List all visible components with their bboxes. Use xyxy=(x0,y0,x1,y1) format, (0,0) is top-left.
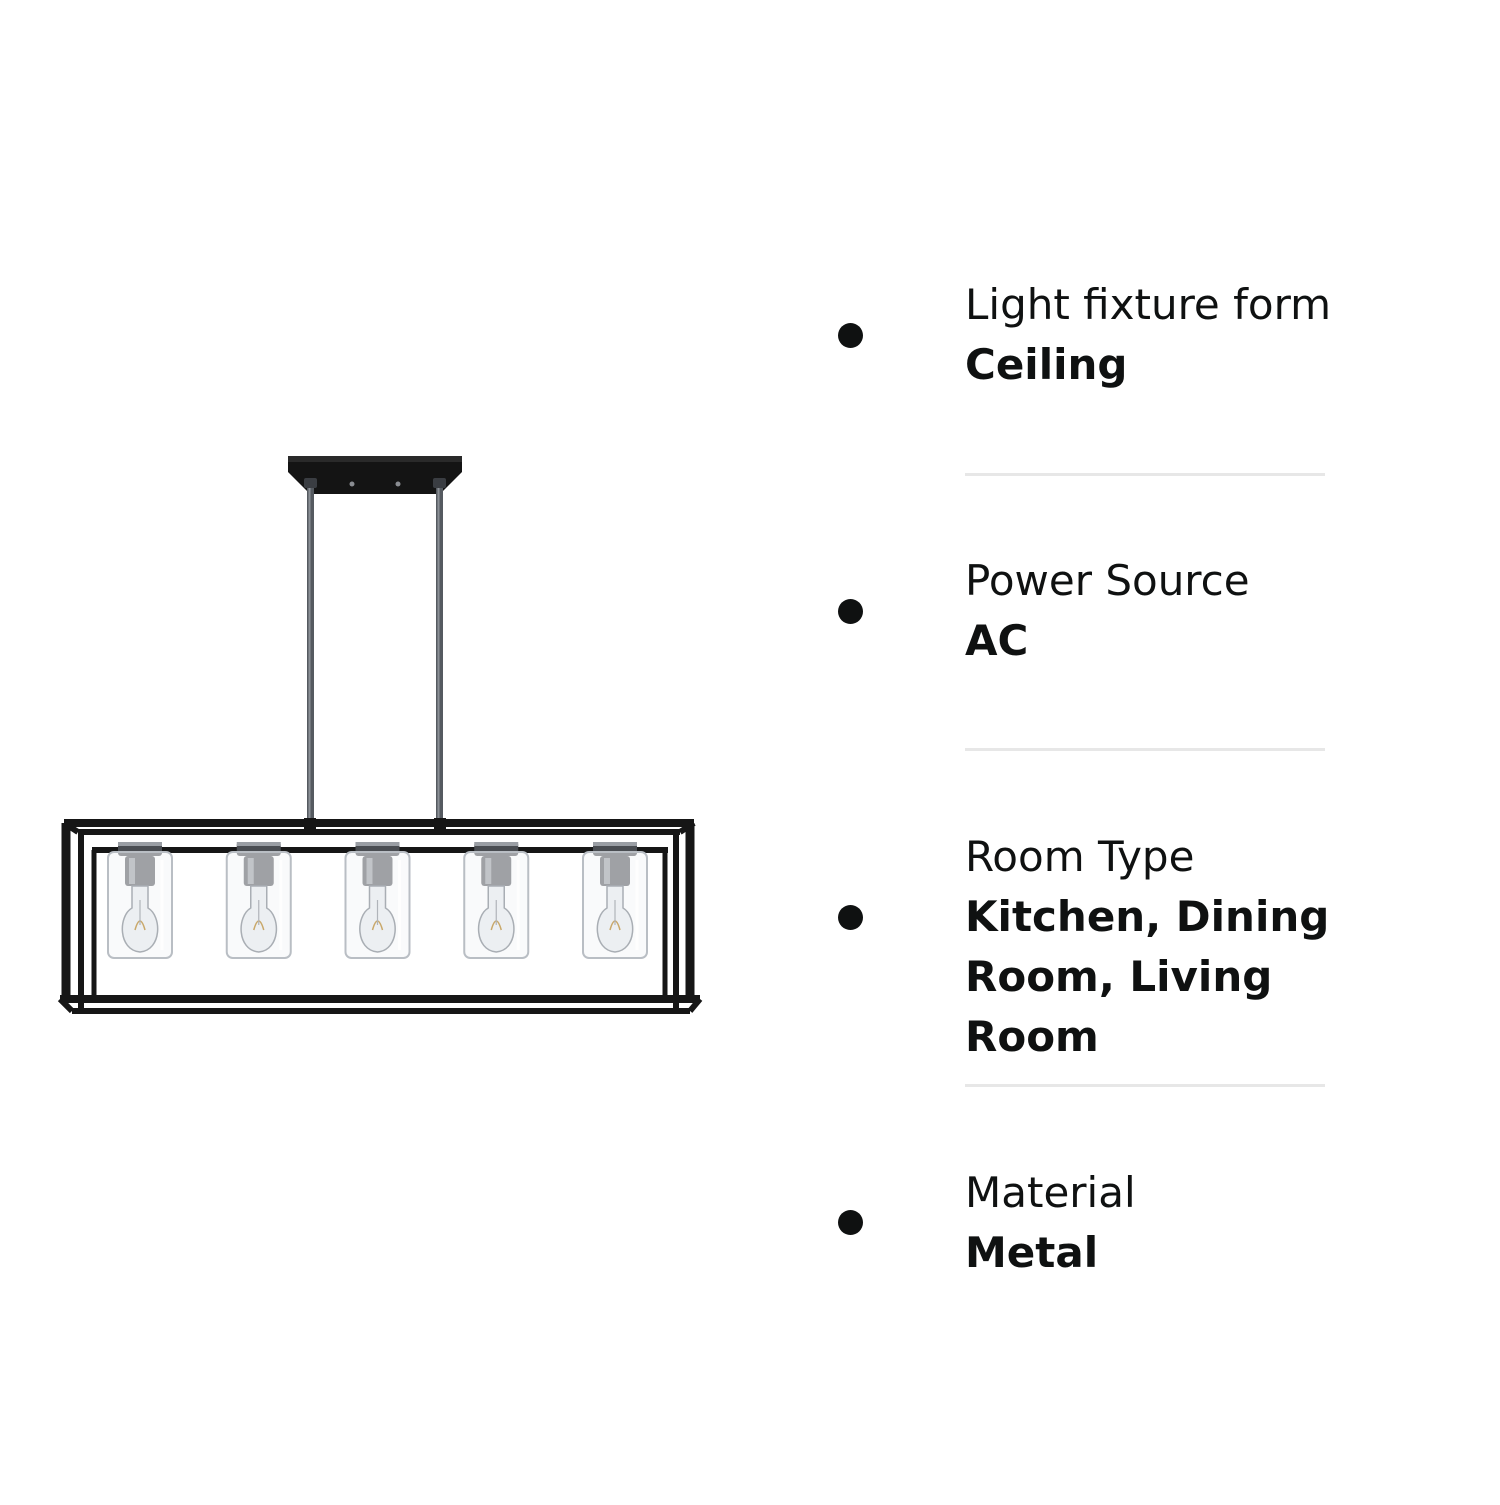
bullet-icon xyxy=(838,1210,863,1235)
lamp-shade xyxy=(582,842,648,959)
lamp-shade xyxy=(225,842,292,959)
product-image xyxy=(57,456,703,1014)
bullet-icon xyxy=(838,599,863,624)
spec-label: Light fixture form xyxy=(965,280,1332,329)
spec-label: Material xyxy=(965,1168,1136,1217)
rectangular-frame xyxy=(57,819,703,1014)
spec-item-form: Light fixture form Ceiling xyxy=(965,275,1465,395)
spec-item-material: Material Metal xyxy=(965,1163,1465,1283)
chandelier-illustration xyxy=(57,456,703,1014)
spec-item-room-type: Room Type Kitchen, Dining Room, Living R… xyxy=(965,827,1405,1067)
lamp-shade xyxy=(107,842,173,959)
spec-value: Metal xyxy=(965,1228,1099,1277)
spec-label: Power Source xyxy=(965,556,1250,605)
spec-value: Ceiling xyxy=(965,340,1128,389)
spec-value: Kitchen, Dining Room, Living Room xyxy=(965,892,1330,1061)
ceiling-canopy xyxy=(288,456,462,494)
lamp-shade xyxy=(463,842,530,959)
divider xyxy=(965,473,1325,476)
divider xyxy=(965,748,1325,751)
lamp-shade xyxy=(344,842,411,959)
bullet-icon xyxy=(838,323,863,348)
bullet-icon xyxy=(838,905,863,930)
spec-label: Room Type xyxy=(965,832,1195,881)
divider xyxy=(965,1084,1325,1087)
spec-item-power: Power Source AC xyxy=(965,551,1465,671)
spec-value: AC xyxy=(965,616,1029,665)
